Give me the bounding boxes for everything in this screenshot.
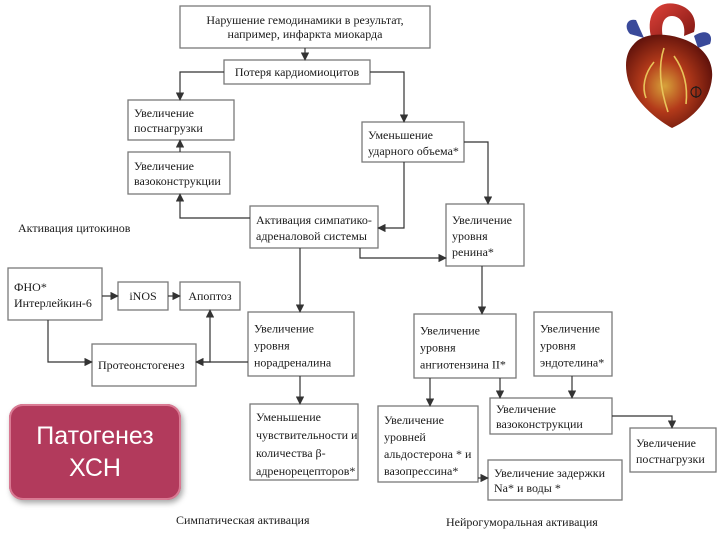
vasoconstriction2-box <box>489 397 613 435</box>
tnf-il6-line-1: ФНО* <box>14 280 47 294</box>
sympathoadrenal-box <box>249 205 379 249</box>
receptor-sensitivity-line-3: количества β- <box>256 446 326 460</box>
renin-line-1: Увеличение <box>452 213 512 227</box>
arrow-symp-to-renin <box>359 248 447 263</box>
noradrenaline-line-2: уровня <box>254 339 290 353</box>
afterload2-line-2: постнагрузки <box>636 452 705 466</box>
aldosterone-line-2: уровней <box>384 430 426 444</box>
pathogenesis-chf-badge: Патогенез ХСН <box>9 404 181 500</box>
vasoconstriction-increase-line-2: вазоконструкции <box>134 174 221 188</box>
badge-line-2: ХСН <box>69 454 121 482</box>
arrow-proteo-to-apop <box>196 309 215 363</box>
vein-shape <box>626 19 644 38</box>
renin-box <box>445 203 525 267</box>
aorta-shape <box>649 3 696 42</box>
cardiomyocyte-loss-box <box>223 59 371 85</box>
receptor-sensitivity-line-1: Уменьшение <box>256 410 321 424</box>
aldosterone-line-1: Увеличение <box>384 413 444 427</box>
aldosterone-box <box>377 405 479 483</box>
cytokine-activation-label: Активация цитокинов <box>18 221 131 235</box>
heart-image <box>626 3 713 128</box>
sympathetic-activation-label: Симпатическая активация <box>176 513 310 527</box>
arrow-stroke-to-renin <box>464 141 493 205</box>
endothelin-line-1: Увеличение <box>540 322 600 336</box>
afterload-increase-line-2: постнагрузки <box>134 121 203 135</box>
na-water-box <box>487 459 623 501</box>
arrow-tnf-to-proteo <box>47 320 93 367</box>
endothelin-line-2: уровня <box>540 339 576 353</box>
tnf-il6-line-2: Интерлейкин-6 <box>14 296 92 310</box>
noradrenaline-box <box>247 311 355 377</box>
heart-body-shape <box>626 34 713 128</box>
arrows-layer <box>47 48 677 483</box>
angiotensin-box <box>413 313 517 379</box>
noradrenaline-line-1: Увеличение <box>254 322 314 336</box>
inos-line-1: iNOS <box>129 289 156 303</box>
vessel-shape <box>694 32 712 48</box>
angiotensin-line-3: ангиотензина II* <box>420 358 506 372</box>
arrow-symp-to-vaso <box>175 193 250 219</box>
angiotensin-line-2: уровня <box>420 341 456 355</box>
angiotensin-line-1: Увеличение <box>420 324 480 338</box>
afterload2-line-1: Увеличение <box>636 436 696 450</box>
sympathoadrenal-line-1: Активация симпатико- <box>256 213 372 227</box>
endothelin-line-3: эндотелина* <box>540 356 604 370</box>
vasoconstriction-increase-line-1: Увеличение <box>134 159 194 173</box>
aldosterone-line-4: вазопрессина* <box>384 464 458 478</box>
vasoconstriction2-line-1: Увеличение <box>496 402 556 416</box>
noradrenaline-line-3: норадреналина <box>254 356 332 370</box>
endothelin-box <box>533 311 613 377</box>
hemodynamics-line-1: Нарушение гемодинамики в результат, <box>206 13 403 27</box>
renin-line-3: ренина* <box>452 245 494 259</box>
arrow-loss-to-afterload <box>175 71 224 101</box>
coronary-vessels <box>643 47 688 113</box>
sympathoadrenal-line-2: адреналовой системы <box>256 229 367 243</box>
hemodynamics-box <box>179 5 431 49</box>
texts-layer: Нарушение гемодинамики в результат,напри… <box>14 13 705 495</box>
neurohumoral-activation-label: Нейрогуморальная активация <box>446 515 598 529</box>
arrow-vaso2-to-afterload2 <box>612 415 677 429</box>
proteosintogenesis-line-1: Протеонстогенез <box>98 358 185 372</box>
apoptosis-line-1: Апоптоз <box>188 289 232 303</box>
arrow-stroke-to-symp <box>377 162 405 233</box>
cardiomyocyte-loss-line-1: Потеря кардиомиоцитов <box>235 65 360 79</box>
hemodynamics-line-2: например, инфаркта миокарда <box>228 27 384 41</box>
receptor-sensitivity-line-2: чувствительности и <box>256 428 358 442</box>
boxes-layer <box>7 5 717 501</box>
arrow-loss-to-stroke <box>370 71 409 123</box>
receptor-sensitivity-box <box>249 403 359 481</box>
stroke-volume-line-2: ударного объема* <box>368 144 459 158</box>
vasoconstriction2-line-2: вазоконструкции <box>496 417 583 431</box>
na-water-line-2: Na* и воды * <box>494 481 561 495</box>
afterload2-box <box>629 427 717 473</box>
renin-line-2: уровня <box>452 229 488 243</box>
badge-line-1: Патогенез <box>36 422 154 450</box>
aldosterone-line-3: альдостерона * и <box>384 447 472 461</box>
stroke-volume-line-1: Уменьшение <box>368 128 433 142</box>
receptor-sensitivity-line-4: адренорецепторов* <box>256 464 355 478</box>
tnf-il6-box <box>7 267 103 321</box>
na-water-line-1: Увеличение задержки <box>494 466 606 480</box>
afterload-increase-line-1: Увеличение <box>134 106 194 120</box>
